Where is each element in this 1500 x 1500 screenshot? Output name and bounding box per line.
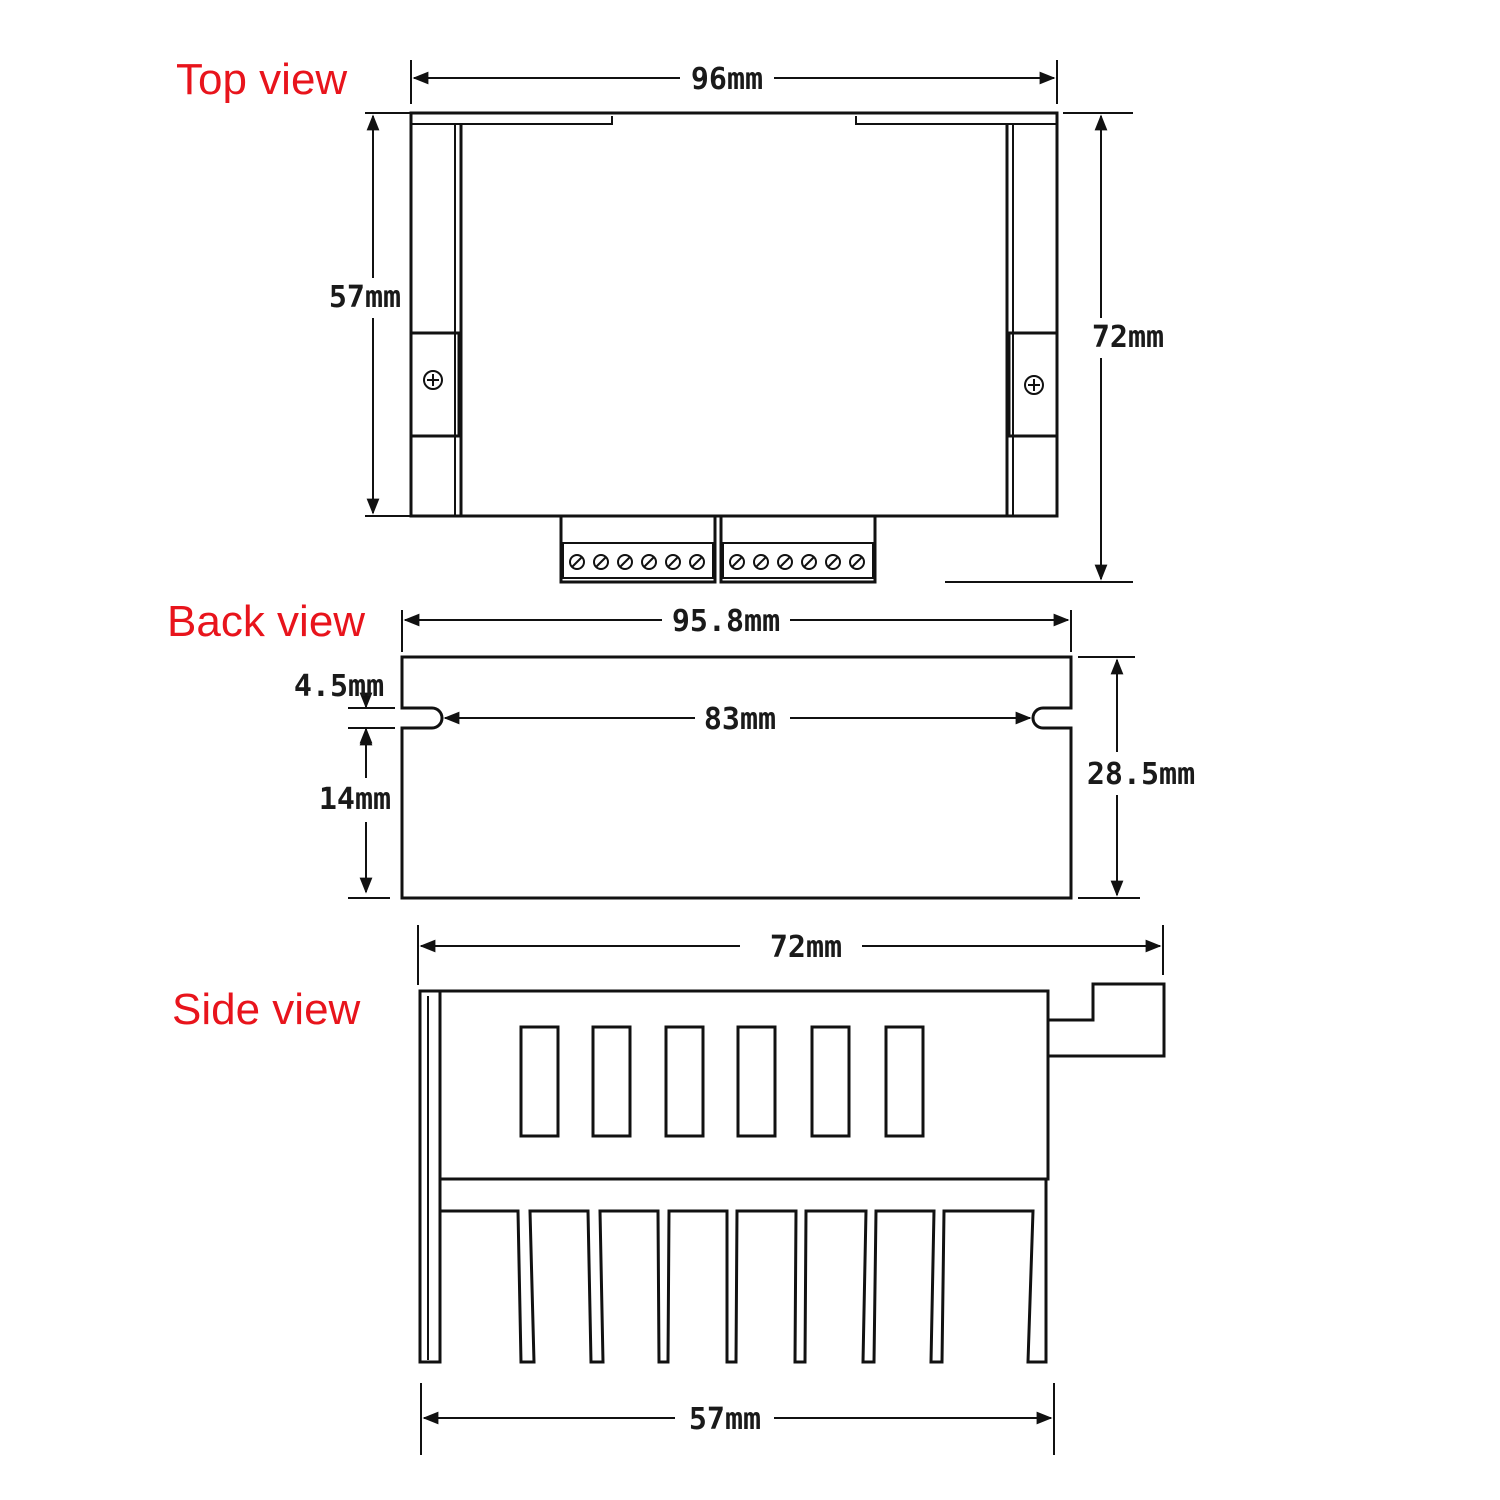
back-width-dimension: 95.8mm <box>401 604 1072 652</box>
heatsink <box>418 989 1048 1364</box>
back-width-label: 95.8mm <box>672 604 780 639</box>
back-lower-height-label: 14mm <box>319 782 391 817</box>
back-lower-height-dimension: 14mm <box>319 729 391 899</box>
side-view: 72mm 57mm <box>417 925 1166 1455</box>
side-base-width-dimension: 57mm <box>420 1383 1055 1455</box>
back-body <box>400 655 1073 900</box>
back-view: 95.8mm 83mm 4.5mm 14mm <box>294 604 1195 900</box>
top-body <box>409 111 1059 518</box>
back-slot-offset-label: 4.5mm <box>294 669 384 704</box>
back-height-label: 28.5mm <box>1087 757 1195 792</box>
side-view-title: Side view <box>172 985 361 1034</box>
terminal-block-left <box>559 514 717 584</box>
top-inner-height-label: 57mm <box>329 280 401 315</box>
screw-icon <box>423 370 443 390</box>
back-height-dimension: 28.5mm <box>1078 656 1195 899</box>
terminal-block-right <box>719 514 877 584</box>
top-view-title: Top view <box>176 55 348 104</box>
side-housing <box>438 982 1166 1181</box>
top-width-label: 96mm <box>691 62 763 97</box>
back-slot-offset-dimension: 4.5mm <box>294 669 395 744</box>
side-width-dimension: 72mm <box>417 925 1164 985</box>
side-base-width-label: 57mm <box>689 1402 761 1437</box>
top-inner-height-dimension: 57mm <box>329 112 411 517</box>
top-width-dimension: 96mm <box>410 60 1058 104</box>
screw-icon <box>1024 375 1044 395</box>
top-total-height-dimension: 72mm <box>945 112 1164 583</box>
top-total-height-label: 72mm <box>1092 320 1164 355</box>
side-width-label: 72mm <box>770 930 842 965</box>
back-view-title: Back view <box>167 597 366 646</box>
back-slot-spacing-label: 83mm <box>704 702 776 737</box>
top-view: 96mm <box>329 60 1164 584</box>
back-slot-spacing-dimension: 83mm <box>443 702 1032 737</box>
